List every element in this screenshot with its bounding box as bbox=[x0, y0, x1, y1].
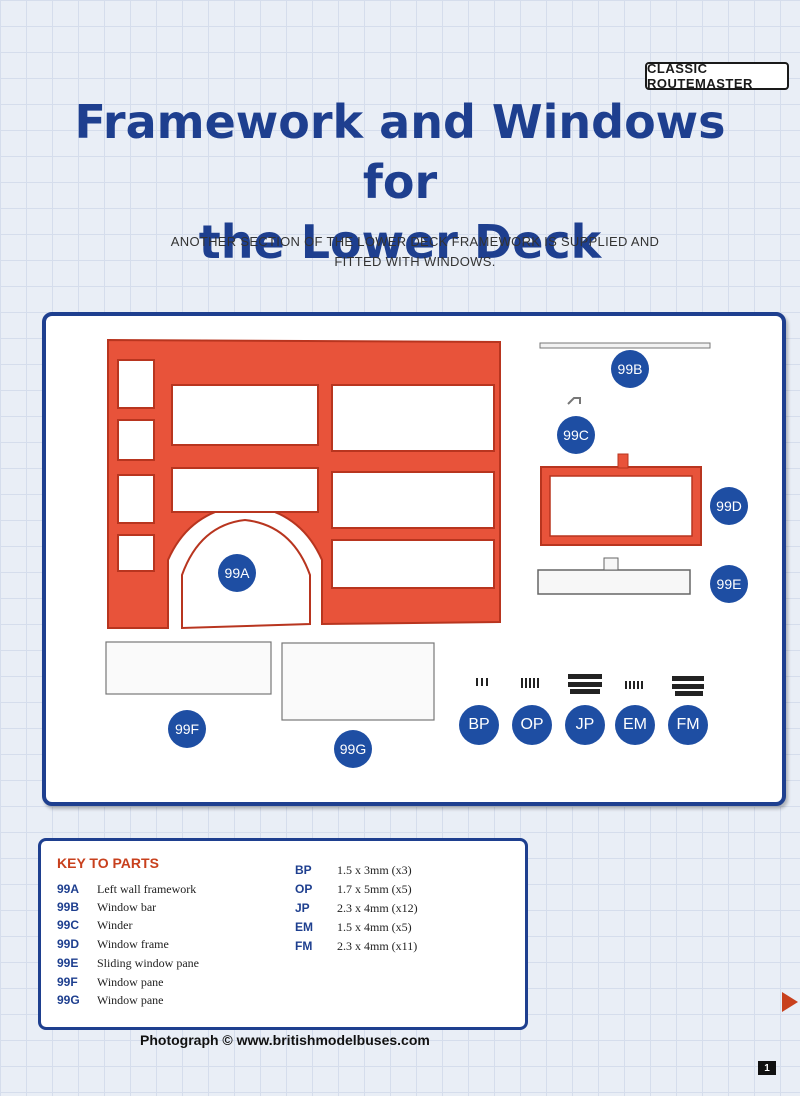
key-screw-code: JP bbox=[295, 901, 310, 915]
key-part-name: Sliding window pane bbox=[97, 956, 199, 970]
subtitle-line-1: ANOTHER SECTION OF THE LOWER DECK FRAMEW… bbox=[170, 234, 660, 249]
screws-bp bbox=[476, 678, 488, 686]
key-part-name: Window bar bbox=[97, 900, 157, 914]
left-wall-framework bbox=[107, 338, 501, 630]
label-fm: FM bbox=[668, 705, 708, 745]
key-part-code: 99F bbox=[57, 975, 78, 989]
key-to-parts-box: KEY TO PARTS 99A Left wall framework 99B… bbox=[38, 838, 528, 1030]
screws-jp bbox=[568, 674, 602, 694]
label-99b: 99B bbox=[611, 350, 649, 388]
key-screw-spec: 1.5 x 3mm (x3) bbox=[337, 863, 412, 877]
window-frame bbox=[540, 453, 702, 546]
key-part-name: Window pane bbox=[97, 993, 164, 1007]
key-screw-code: EM bbox=[295, 920, 313, 934]
screws-em bbox=[625, 681, 643, 689]
title-line-1: Framework and Windows for bbox=[74, 95, 726, 209]
key-screw-code: OP bbox=[295, 882, 313, 896]
key-screw-spec: 1.7 x 5mm (x5) bbox=[337, 882, 412, 896]
winder bbox=[567, 397, 581, 405]
label-em: EM bbox=[615, 705, 655, 745]
key-part-code: 99D bbox=[57, 937, 80, 951]
label-jp: JP bbox=[565, 705, 605, 745]
title-line-2: the Lower Deck bbox=[198, 215, 602, 269]
label-99c: 99C bbox=[557, 416, 595, 454]
page-title: Framework and Windows for the Lower Deck bbox=[30, 92, 770, 272]
label-op: OP bbox=[512, 705, 552, 745]
label-99d: 99D bbox=[710, 487, 748, 525]
window-pane-99f bbox=[105, 641, 272, 695]
key-screw-code: FM bbox=[295, 939, 313, 953]
screws-fm bbox=[672, 676, 704, 696]
key-part-code: 99B bbox=[57, 900, 80, 914]
photo-credit: Photograph © www.britishmodelbuses.com bbox=[140, 1032, 430, 1048]
key-part-name: Left wall framework bbox=[97, 882, 197, 896]
page-number: 1 bbox=[758, 1061, 776, 1075]
key-part-code: 99C bbox=[57, 918, 80, 932]
window-pane-99g bbox=[281, 642, 435, 721]
key-part-code: 99G bbox=[57, 993, 80, 1007]
key-part-name: Winder bbox=[97, 918, 133, 932]
key-screw-spec: 1.5 x 4mm (x5) bbox=[337, 920, 412, 934]
label-99a: 99A bbox=[218, 554, 256, 592]
window-bar bbox=[539, 342, 711, 349]
next-page-arrow-icon bbox=[782, 992, 798, 1012]
page-subtitle: ANOTHER SECTION OF THE LOWER DECK FRAMEW… bbox=[150, 232, 680, 272]
key-part-code: 99A bbox=[57, 882, 80, 896]
sliding-window-pane bbox=[537, 557, 691, 595]
key-part-name: Window pane bbox=[97, 975, 164, 989]
label-99g: 99G bbox=[334, 730, 372, 768]
key-title: KEY TO PARTS bbox=[57, 855, 159, 871]
series-badge: CLASSIC ROUTEMASTER bbox=[645, 61, 789, 91]
key-part-name: Window frame bbox=[97, 937, 169, 951]
key-part-code: 99E bbox=[57, 956, 79, 970]
label-99e: 99E bbox=[710, 565, 748, 603]
label-99f: 99F bbox=[168, 710, 206, 748]
key-screw-code: BP bbox=[295, 863, 312, 877]
label-bp: BP bbox=[459, 705, 499, 745]
key-screw-spec: 2.3 x 4mm (x11) bbox=[337, 939, 418, 953]
subtitle-line-2: FITTED WITH WINDOWS. bbox=[334, 254, 496, 269]
screws-op bbox=[521, 678, 539, 688]
key-screw-spec: 2.3 x 4mm (x12) bbox=[337, 901, 418, 915]
